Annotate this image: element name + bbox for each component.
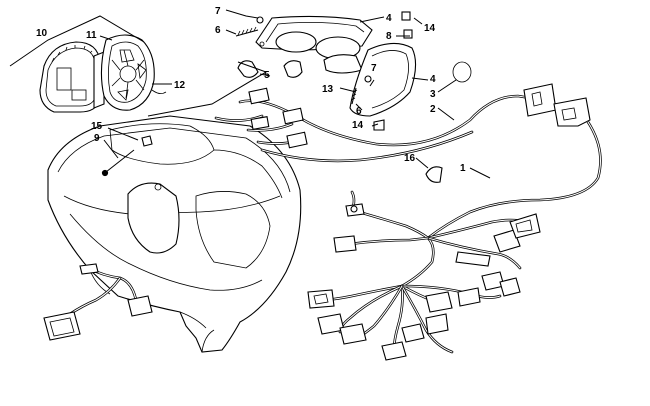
speedometer-gauge (39, 41, 105, 113)
callout-12: 12 (174, 80, 186, 91)
callout-7-right: 7 (371, 63, 377, 74)
callout-5: 5 (264, 70, 270, 81)
callout-4-lens: 4 (430, 74, 436, 85)
wire-clip (425, 166, 443, 183)
callout-14-top: 14 (424, 23, 436, 34)
gauge-bezel (100, 34, 167, 111)
retaining-ring (452, 61, 472, 83)
clips (350, 11, 413, 131)
callout-1: 1 (460, 163, 466, 174)
callout-14-bottom: 14 (352, 120, 364, 131)
harness-upper (214, 83, 602, 240)
callout-15: 15 (91, 121, 103, 132)
callout-9: 9 (94, 133, 100, 144)
bracket (141, 135, 153, 147)
callout-2: 2 (430, 104, 436, 115)
callout-11: 11 (86, 30, 97, 41)
callout-8: 8 (386, 31, 392, 42)
callout-13: 13 (322, 84, 334, 95)
dash-housing (47, 115, 302, 353)
callout-6-top: 6 (215, 25, 221, 36)
lower-left-harness (43, 263, 153, 341)
callout-labels: 1 2 3 4 4 5 6 6 7 7 8 9 10 11 12 13 14 1… (36, 6, 466, 174)
callout-10: 10 (36, 28, 48, 39)
callout-4-top: 4 (386, 13, 392, 24)
bolt (101, 149, 135, 177)
bulb-sockets (237, 60, 303, 78)
main-harness (307, 190, 541, 361)
headlight-lens (349, 42, 417, 117)
callout-6-right: 6 (356, 106, 362, 117)
leader-lines (9, 9, 491, 179)
callout-16: 16 (404, 153, 416, 164)
callout-3: 3 (430, 89, 436, 100)
callout-7-top: 7 (215, 6, 221, 17)
headlight-shroud (255, 15, 373, 74)
spring-top (235, 16, 264, 37)
